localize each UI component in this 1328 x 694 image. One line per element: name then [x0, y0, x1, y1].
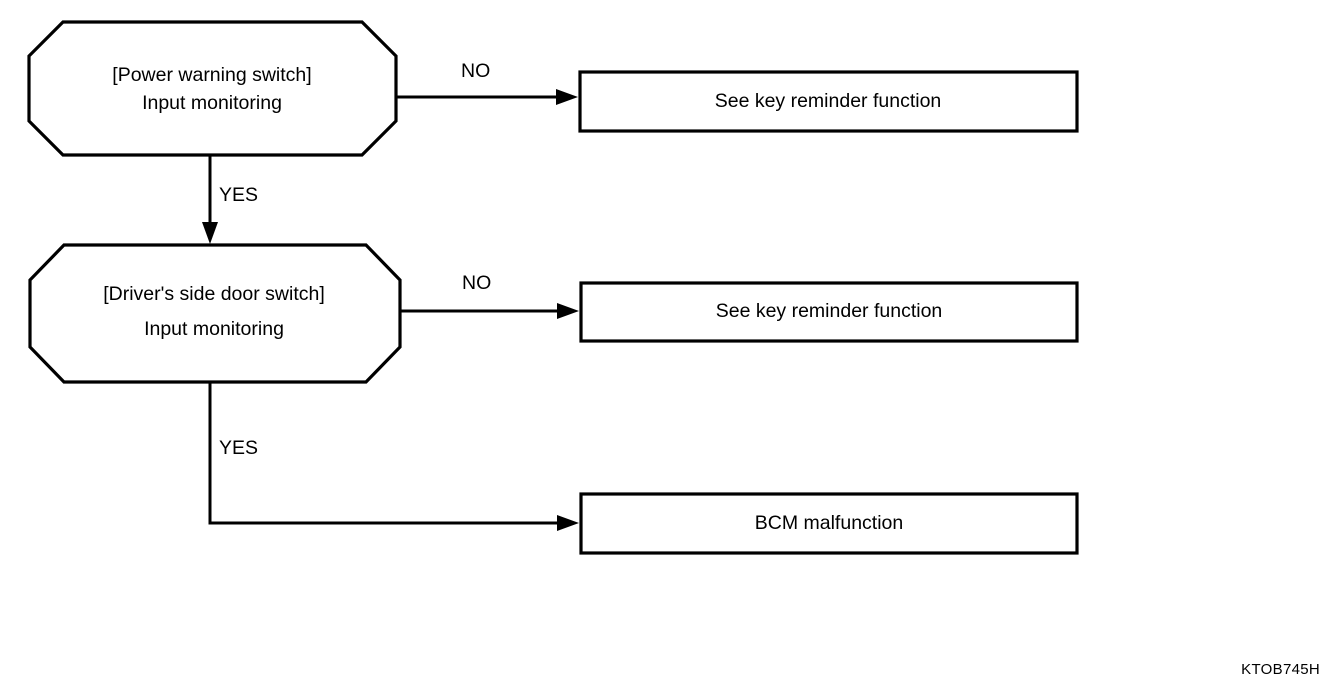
arrow-head-icon — [557, 515, 579, 531]
edge-label-yes: YES — [219, 184, 258, 206]
reference-code: KTOB745H — [1241, 661, 1320, 678]
result-box-label: BCM malfunction — [755, 512, 903, 534]
edge-yes-bottom: YES — [208, 382, 579, 531]
octagon-shape — [27, 20, 398, 157]
octagon-shape — [28, 243, 402, 384]
rectangle-shape — [579, 492, 1079, 555]
arrow-head-icon — [202, 222, 218, 244]
arrow-head-icon — [556, 89, 578, 105]
decision-node-line1: [Power warning switch] — [112, 64, 311, 86]
edge-label-yes: YES — [219, 437, 258, 459]
decision-node-line2: Input monitoring — [142, 92, 282, 114]
arrow-head-icon — [557, 303, 579, 319]
edge-label-no: NO — [462, 272, 491, 294]
edge-no-top: NO — [396, 60, 578, 105]
result-box-label: See key reminder function — [715, 90, 942, 112]
result-box-label: See key reminder function — [716, 300, 943, 322]
result-box-see-key-reminder-function-top[interactable]: See key reminder function — [578, 70, 1079, 133]
edge-line — [208, 382, 567, 525]
decision-node-line1: [Driver's side door switch] — [103, 283, 325, 305]
rectangle-shape — [579, 281, 1079, 343]
decision-node-power-warning-switch[interactable]: [Power warning switch] Input monitoring — [27, 20, 398, 157]
rectangle-shape — [578, 70, 1079, 133]
result-box-see-key-reminder-function-middle[interactable]: See key reminder function — [579, 281, 1079, 343]
result-box-bcm-malfunction[interactable]: BCM malfunction — [579, 492, 1079, 555]
edge-label-no: NO — [461, 60, 490, 82]
edge-no-middle: NO — [400, 272, 579, 319]
decision-node-driver-side-door-switch[interactable]: [Driver's side door switch] Input monito… — [28, 243, 402, 384]
decision-node-line2: Input monitoring — [144, 318, 284, 340]
edge-yes-top: YES — [202, 155, 258, 244]
